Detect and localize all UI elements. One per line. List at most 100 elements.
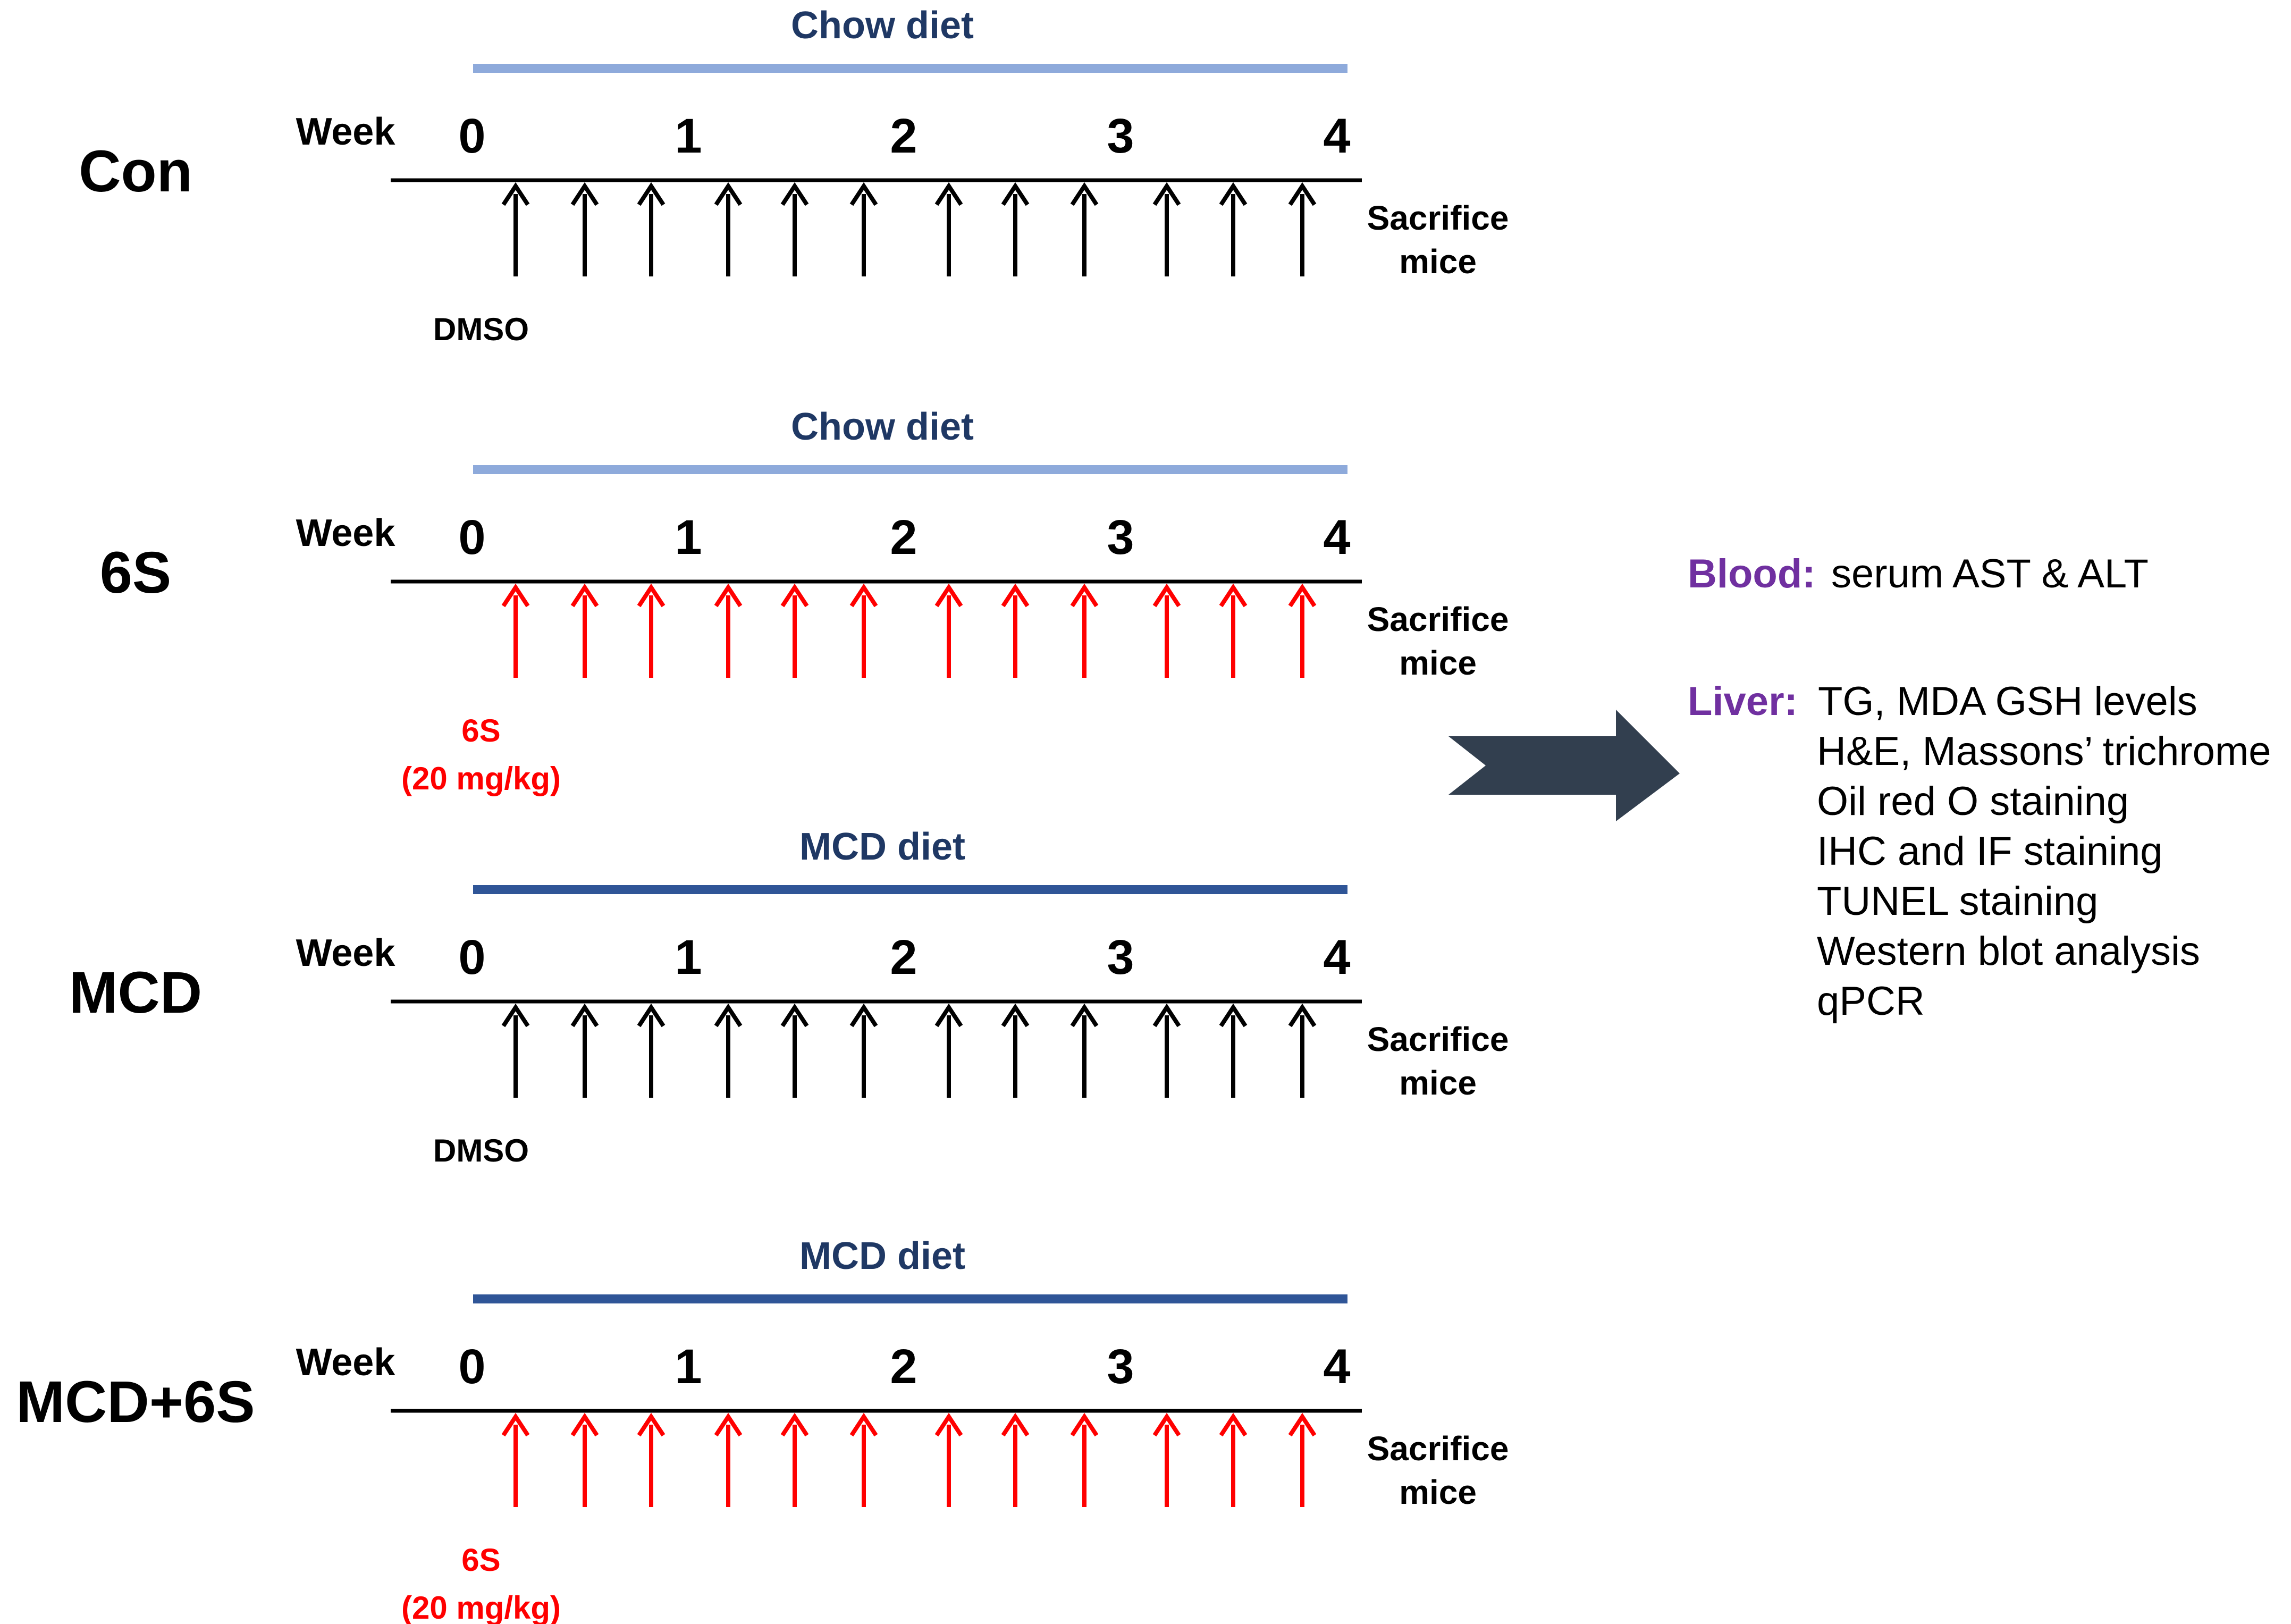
- injection-arrow: [501, 583, 530, 678]
- week-tick-label: 1: [675, 510, 702, 565]
- week-tick-label: 2: [890, 109, 917, 163]
- injection-label: DMSO: [433, 312, 529, 347]
- diet-bar: [473, 1294, 1347, 1303]
- week-label: Week: [296, 111, 396, 153]
- injection-arrow: [501, 182, 530, 276]
- liver-item: TG, MDA GSH levels: [1818, 679, 2197, 724]
- endpoint-label: Sacrifice: [1367, 600, 1509, 638]
- endpoint-label: Sacrifice: [1367, 1020, 1509, 1058]
- injection-label: (20 mg/kg): [401, 761, 561, 796]
- endpoint-label: Sacrifice: [1367, 199, 1509, 237]
- week-tick-label: 4: [1323, 930, 1350, 985]
- injection-arrow: [714, 182, 743, 276]
- diet-bar: [473, 465, 1347, 474]
- injection-arrow: [780, 182, 809, 276]
- week-tick-label: 2: [890, 510, 917, 565]
- injection-arrow: [849, 1003, 878, 1098]
- group-label: MCD: [69, 960, 203, 1025]
- injection-arrow: [1288, 182, 1317, 276]
- liver-item: H&E, Massons’ trichrome: [1817, 729, 2271, 774]
- injection-arrow: [1288, 1412, 1317, 1507]
- injection-arrow: [570, 583, 599, 678]
- blood-heading: Blood:: [1688, 551, 1816, 596]
- injection-arrow: [637, 1412, 666, 1507]
- week-tick-label: 1: [675, 930, 702, 985]
- week-tick-label: 3: [1107, 510, 1134, 565]
- injection-arrow: [1001, 182, 1030, 276]
- week-tick-label: 0: [458, 109, 485, 163]
- injection-arrow: [849, 583, 878, 678]
- liver-item: Western blot analysis: [1817, 929, 2200, 974]
- injection-arrow: [934, 1412, 963, 1507]
- injection-arrow: [714, 1003, 743, 1098]
- week-label: Week: [296, 1341, 396, 1384]
- endpoint-label: mice: [1399, 1064, 1477, 1102]
- injection-arrow: [570, 1412, 599, 1507]
- injection-arrow: [570, 1003, 599, 1098]
- injection-arrow: [637, 1003, 666, 1098]
- group-label: MCD+6S: [16, 1369, 255, 1435]
- diet-label: MCD diet: [799, 826, 965, 868]
- injection-arrow: [1288, 1003, 1317, 1098]
- week-tick-label: 3: [1107, 1340, 1134, 1394]
- diet-label: Chow diet: [791, 4, 974, 47]
- week-tick-label: 0: [458, 1340, 485, 1394]
- week-tick-label: 0: [458, 510, 485, 565]
- injection-arrow: [780, 583, 809, 678]
- injection-arrow: [1152, 182, 1181, 276]
- endpoint-label: mice: [1399, 242, 1477, 281]
- injection-label: DMSO: [433, 1133, 529, 1168]
- diet-bar: [473, 64, 1347, 73]
- injection-arrow: [570, 182, 599, 276]
- liver-heading: Liver:: [1688, 679, 1798, 724]
- liver-item: TUNEL staining: [1817, 879, 2098, 924]
- injection-arrow: [714, 1412, 743, 1507]
- week-label: Week: [296, 512, 396, 554]
- injection-arrow: [1152, 1003, 1181, 1098]
- injection-arrow: [637, 583, 666, 678]
- injection-arrow: [1070, 583, 1099, 678]
- diet-label: MCD diet: [799, 1235, 965, 1277]
- injection-arrow: [501, 1412, 530, 1507]
- week-tick-label: 2: [890, 1340, 917, 1394]
- injection-arrow: [1070, 1412, 1099, 1507]
- endpoint-label: mice: [1399, 1473, 1477, 1511]
- week-tick-label: 0: [458, 930, 485, 985]
- injection-label: 6S: [461, 713, 500, 748]
- liver-item: qPCR: [1817, 979, 1925, 1024]
- week-label: Week: [296, 932, 396, 974]
- injection-arrow: [1219, 583, 1248, 678]
- week-tick-label: 3: [1107, 109, 1134, 163]
- injection-arrow: [934, 182, 963, 276]
- liver-item: Oil red O staining: [1817, 779, 2129, 824]
- injection-arrow: [1152, 583, 1181, 678]
- injection-arrow: [1288, 583, 1317, 678]
- week-tick-label: 3: [1107, 930, 1134, 985]
- injection-arrow: [637, 182, 666, 276]
- injection-arrow: [780, 1003, 809, 1098]
- injection-arrow: [1001, 583, 1030, 678]
- week-tick-label: 4: [1323, 109, 1350, 163]
- injection-arrow: [1219, 1003, 1248, 1098]
- injection-arrow: [849, 182, 878, 276]
- week-tick-label: 4: [1323, 510, 1350, 565]
- week-tick-label: 1: [675, 1340, 702, 1394]
- endpoint-label: mice: [1399, 644, 1477, 682]
- injection-arrow: [1219, 1412, 1248, 1507]
- week-tick-label: 1: [675, 109, 702, 163]
- week-tick-label: 4: [1323, 1340, 1350, 1394]
- diet-label: Chow diet: [791, 406, 974, 448]
- diet-bar: [473, 885, 1347, 894]
- injection-arrow: [714, 583, 743, 678]
- injection-label: 6S: [461, 1542, 500, 1578]
- injection-arrow: [934, 1003, 963, 1098]
- week-tick-label: 2: [890, 930, 917, 985]
- group-label: Con: [79, 139, 192, 204]
- endpoint-label: Sacrifice: [1367, 1429, 1509, 1468]
- injection-arrow: [1001, 1003, 1030, 1098]
- injection-arrow: [780, 1412, 809, 1507]
